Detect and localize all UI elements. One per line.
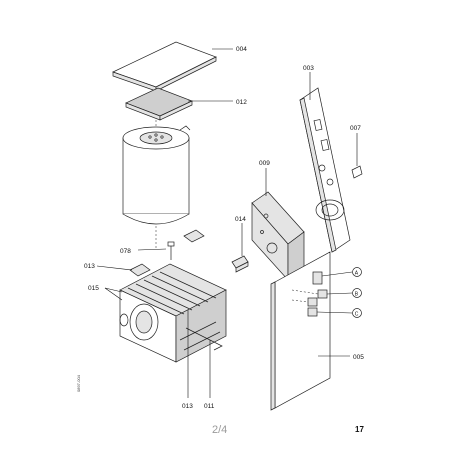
part-014-bracket — [231, 223, 249, 273]
callout-007: 007 — [350, 125, 361, 132]
callout-014: 014 — [235, 216, 246, 223]
part-cylinder-tank — [122, 120, 191, 250]
part-078-screw — [137, 241, 175, 260]
callout-005: 005 — [353, 354, 364, 361]
part-007-bracket — [351, 133, 363, 179]
callout-013-lower: 013 — [182, 403, 193, 410]
part-004-top-cover — [112, 41, 233, 92]
part-003-back-frame — [299, 72, 351, 253]
connector-group — [291, 267, 362, 318]
connector-label-a: A — [355, 271, 359, 277]
part-005-front-panel — [270, 251, 350, 411]
callout-004: 004 — [236, 46, 247, 53]
side-code: 0897-004 — [76, 375, 81, 392]
callout-003: 003 — [303, 65, 314, 72]
callout-009: 009 — [259, 160, 270, 167]
part-012-filter-pad — [125, 87, 233, 121]
callout-013-upper: 013 — [84, 263, 95, 270]
callout-078: 078 — [120, 248, 131, 255]
callout-015: 015 — [88, 285, 99, 292]
connector-label-b: B — [355, 292, 359, 298]
page-indicator: 2/4 — [212, 424, 228, 436]
page-number: 17 — [355, 425, 364, 434]
callout-012: 012 — [236, 99, 247, 106]
callout-011: 011 — [204, 403, 215, 410]
part-009-insulation-plate — [251, 168, 305, 281]
part-heat-exchanger — [104, 263, 227, 363]
connector-label-c: C — [355, 312, 359, 318]
